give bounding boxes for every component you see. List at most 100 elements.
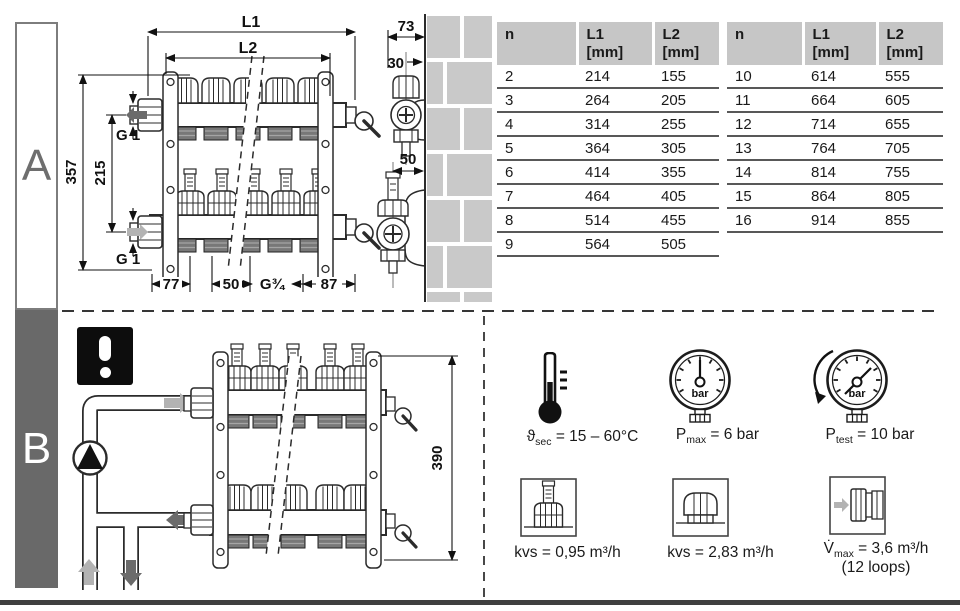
table-cell: 3 [497, 88, 577, 113]
table-cell: 855 [877, 208, 943, 233]
table-cell: 414 [577, 160, 653, 185]
table-cell: 505 [653, 232, 719, 257]
table-cell: 2 [497, 65, 577, 89]
table-cell: 364 [577, 136, 653, 161]
installation-schematic-b [72, 343, 418, 590]
table-cell: 464 [577, 184, 653, 209]
table-cell: 455 [653, 208, 719, 233]
spec-pmax-label: Pmax = 6 bar [640, 426, 795, 446]
column-header-n: n [497, 22, 579, 65]
dimensions-side-view [387, 30, 425, 175]
spec-subscript: max [833, 548, 854, 561]
side-valve-top [390, 52, 426, 165]
dim-label-215: 215 [92, 160, 109, 185]
mounting-bracket [212, 351, 229, 569]
table-cell: 10 [727, 65, 803, 89]
warning-exclamation-dot [99, 367, 111, 378]
table-cell: 305 [653, 136, 719, 161]
spec-ptest-label: Ptest = 10 bar [795, 426, 945, 446]
spec-value: = 10 bar [852, 426, 915, 443]
column-header-l1: L1 [mm] [803, 22, 879, 65]
spec-pmax: Pmax = 6 bar [640, 346, 795, 450]
page-footer-rule [0, 600, 960, 605]
table-cell: 614 [803, 65, 877, 89]
mounting-bracket [365, 351, 382, 569]
spec-value: = 6 bar [706, 426, 760, 443]
table-cell: 664 [803, 88, 877, 113]
spec-vmax-note: (12 loops) [841, 559, 911, 576]
table-cell: 14 [727, 160, 803, 185]
table-cell: 555 [877, 65, 943, 89]
spec-ptest: Ptest = 10 bar [795, 346, 945, 450]
spec-kvs-meter: kvs = 0,95 m³/h [495, 476, 640, 568]
table-cell: 255 [653, 112, 719, 137]
side-valve-bottom [376, 162, 426, 288]
column-header-n: n [727, 22, 805, 65]
table-cell: 205 [653, 88, 719, 113]
dim-label-87: 87 [321, 276, 338, 293]
table-cell: 16 [727, 208, 803, 233]
dim-label-73: 73 [398, 18, 415, 35]
union-nut [183, 504, 214, 536]
mounting-bracket [162, 71, 179, 286]
table-cell: 405 [653, 184, 719, 209]
dimensions-a [78, 28, 356, 292]
pump-symbol [72, 440, 108, 476]
spec-vmax-label: V̇max = 3,6 m³/h [800, 540, 952, 560]
table-cell: 5 [497, 136, 577, 161]
manifold-front-view-a [126, 55, 381, 286]
table-cell: 655 [877, 112, 943, 137]
table-cell: 7 [497, 184, 577, 209]
spec-subscript: max [686, 434, 707, 447]
table-cell: 805 [877, 184, 943, 209]
drain-valve [385, 396, 418, 432]
drain-valve [345, 106, 381, 138]
spec-vmax: V̇max = 3,6 m³/h (12 loops) [800, 474, 952, 584]
valve-cap-box-icon [672, 478, 729, 537]
drain-valve [345, 218, 381, 250]
dim-label-50-side: 50 [400, 151, 417, 168]
table-cell: 214 [577, 65, 653, 89]
table-cell: 814 [803, 160, 877, 185]
table-cell: 914 [803, 208, 877, 233]
warning-exclamation-bar [99, 336, 111, 361]
warning-icon [77, 327, 133, 385]
table-cell: 4 [497, 112, 577, 137]
dim-label-30: 30 [387, 55, 404, 72]
dimensions-b [378, 355, 458, 561]
spec-symbol: P [675, 426, 687, 443]
spec-value: = 15 – 60°C [551, 428, 639, 445]
table-cell: 714 [803, 112, 877, 137]
dim-label-77: 77 [163, 276, 180, 293]
connection-fitting-box-icon [829, 476, 886, 535]
mounting-bracket [317, 71, 334, 286]
table-cell: 705 [877, 136, 943, 161]
section-marker-b: B [15, 310, 58, 588]
dim-label-357: 357 [63, 159, 80, 184]
union-nut [183, 387, 214, 419]
dim-label-50: 50 [223, 276, 240, 293]
side-view-wall [376, 14, 492, 302]
spec-symbol: V̇ [823, 540, 834, 557]
spec-symbol: ϑ [526, 428, 536, 445]
column-header-l2: L2 [mm] [877, 22, 943, 65]
table-cell: 605 [877, 88, 943, 113]
table-cell: 11 [727, 88, 803, 113]
return-arrow-down [120, 560, 142, 586]
thermometer-icon [538, 352, 567, 424]
column-header-l1: L1 [mm] [577, 22, 655, 65]
flow-meter-box-icon [520, 478, 577, 537]
dim-label-l1: L1 [242, 14, 261, 31]
spec-kvs-cap: kvs = 2,83 m³/h [648, 476, 793, 568]
table-cell: 15 [727, 184, 803, 209]
